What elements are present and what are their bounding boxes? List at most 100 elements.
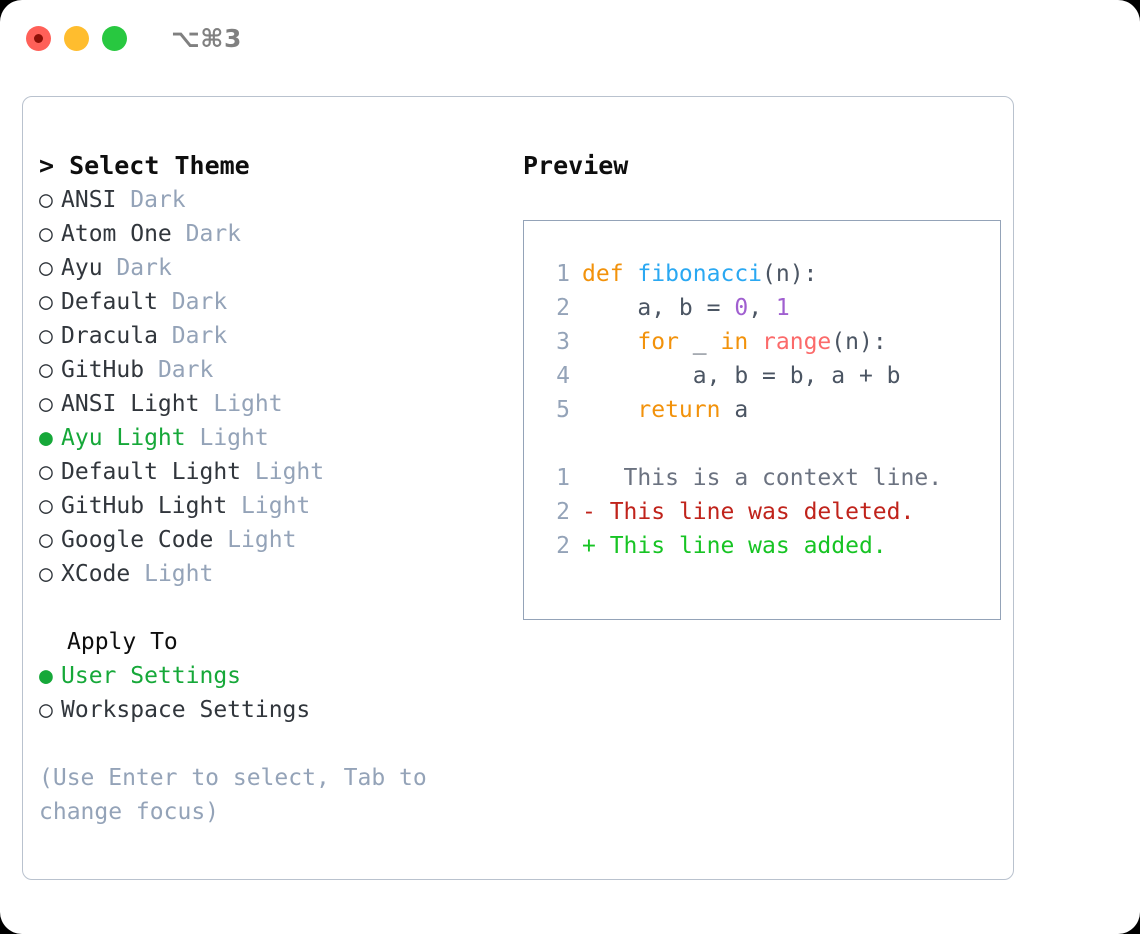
code-token: (n):: [831, 329, 887, 355]
code-token: fibonacci: [637, 261, 763, 287]
code-line-content: a, b = 0, 1: [582, 291, 790, 325]
theme-mode-badge: Dark: [171, 323, 228, 349]
radio-unselected-icon: ○: [39, 187, 53, 213]
theme-list-item[interactable]: ○ ANSI Light Light: [39, 387, 493, 421]
code-line: 3 for _ in range(n):: [536, 325, 1000, 359]
code-line-number: 5: [556, 397, 570, 423]
code-diff-spacer: [536, 427, 1000, 461]
apply-to-item[interactable]: ○ Workspace Settings: [39, 693, 493, 727]
theme-list-item[interactable]: ○Atom One Dark: [39, 217, 493, 251]
radio-selected-icon: ●: [39, 663, 53, 689]
label-gap: [213, 523, 227, 557]
select-theme-heading: > Select Theme: [39, 151, 250, 180]
close-window-button[interactable]: [26, 25, 51, 51]
theme-name-label: ANSI: [61, 187, 117, 213]
label-gap: [227, 489, 241, 523]
theme-name-label: GitHub Light: [61, 493, 228, 519]
label-gap: [186, 421, 200, 455]
theme-name-label: Dracula: [61, 323, 158, 349]
keyboard-hint-text: (Use Enter to select, Tab to change focu…: [39, 765, 441, 825]
label-gap: [116, 183, 130, 217]
label-gap: [103, 251, 117, 285]
code-line-number: 3: [556, 329, 570, 355]
apply-to-item[interactable]: ●User Settings: [39, 659, 493, 693]
label-gap: [172, 217, 186, 251]
diff-line-number: 2: [556, 499, 570, 525]
radio-selected-icon: ●: [39, 425, 53, 451]
diff-line: 2+ This line was added.: [536, 529, 1000, 563]
theme-mode-badge: Light: [241, 493, 311, 519]
theme-mode-badge: Light: [199, 425, 269, 451]
theme-name-label: GitHub: [61, 357, 145, 383]
code-line-number: 4: [556, 363, 570, 389]
code-line: 4 a, b = b, a + b: [536, 359, 1000, 393]
apply-to-label: Workspace Settings: [61, 697, 311, 723]
radio-unselected-icon: ○: [39, 527, 53, 553]
code-token: a: [734, 397, 749, 423]
radio-unselected-icon: ○: [39, 221, 53, 247]
code-token: in: [720, 329, 763, 355]
radio-unselected-icon: ○: [39, 459, 53, 485]
theme-list-item[interactable]: ● Ayu Light Light: [39, 421, 493, 455]
theme-selection-column: > Select Theme ○ANSI Dark○Atom One Dark○…: [23, 149, 493, 829]
theme-mode-badge: Light: [144, 561, 214, 587]
title-bar: ⌥⌘3: [0, 0, 1140, 76]
traffic-light-group: [26, 25, 127, 51]
code-line-content: def fibonacci(n):: [582, 257, 817, 291]
theme-mode-badge: Dark: [157, 357, 214, 383]
theme-list-item[interactable]: ○Default Dark: [39, 285, 493, 319]
theme-list-item[interactable]: ○Dracula Dark: [39, 319, 493, 353]
code-token: ,: [748, 295, 776, 321]
radio-unselected-icon: ○: [39, 289, 53, 315]
minimize-window-button[interactable]: [64, 25, 89, 51]
window-title: ⌥⌘3: [171, 23, 242, 53]
theme-list-item[interactable]: ○ XCode Light: [39, 557, 493, 591]
code-line-content: for _ in range(n):: [582, 325, 887, 359]
diff-marker: +: [582, 533, 596, 559]
main-panel: > Select Theme ○ANSI Dark○Atom One Dark○…: [22, 96, 1014, 880]
label-gap: [241, 455, 255, 489]
theme-name-label: Default: [61, 289, 158, 315]
list-spacer: [39, 591, 493, 625]
code-token: _: [692, 329, 721, 355]
theme-list-item[interactable]: ○ GitHub Light Light: [39, 489, 493, 523]
radio-unselected-icon: ○: [39, 391, 53, 417]
radio-unselected-icon: ○: [39, 493, 53, 519]
apply-to-heading: Apply To: [67, 629, 178, 655]
radio-unselected-icon: ○: [39, 357, 53, 383]
diff-sample: 1 This is a context line.2- This line wa…: [536, 461, 1000, 563]
radio-unselected-icon: ○: [39, 561, 53, 587]
theme-list-item[interactable]: ○ GitHub Dark: [39, 353, 493, 387]
label-gap: [158, 285, 172, 319]
radio-unselected-icon: ○: [39, 255, 53, 281]
diff-marker: -: [582, 499, 596, 525]
label-gap: [144, 353, 158, 387]
theme-list-item[interactable]: ○Default Light Light: [39, 455, 493, 489]
code-token: a, b =: [582, 295, 735, 321]
code-line-content: a, b = b, a + b: [582, 359, 901, 393]
code-token: a, b = b, a + b: [582, 363, 901, 389]
theme-mode-badge: Dark: [130, 187, 186, 213]
theme-list-item[interactable]: ○Google Code Light: [39, 523, 493, 557]
theme-list-item[interactable]: ○Ayu Dark: [39, 251, 493, 285]
theme-mode-badge: Light: [227, 527, 297, 553]
code-token: return: [582, 397, 735, 423]
hint-spacer: [39, 727, 493, 761]
radio-unselected-icon: ○: [39, 697, 53, 723]
apply-to-list: ●User Settings ○ Workspace Settings: [39, 659, 493, 727]
theme-name-label: Ayu Light: [61, 425, 186, 451]
theme-name-label: ANSI Light: [61, 391, 200, 417]
code-line-number: 2: [556, 295, 570, 321]
theme-name-label: XCode: [61, 561, 131, 587]
theme-mode-badge: Light: [213, 391, 283, 417]
code-token: 1: [775, 295, 790, 321]
theme-name-label: Default Light: [61, 459, 242, 485]
code-token: def: [582, 261, 638, 287]
maximize-window-button[interactable]: [102, 25, 127, 51]
diff-marker: [582, 461, 596, 495]
theme-list-item[interactable]: ○ ANSI Dark: [39, 183, 493, 217]
diff-line-content: This line was deleted.: [595, 499, 915, 525]
